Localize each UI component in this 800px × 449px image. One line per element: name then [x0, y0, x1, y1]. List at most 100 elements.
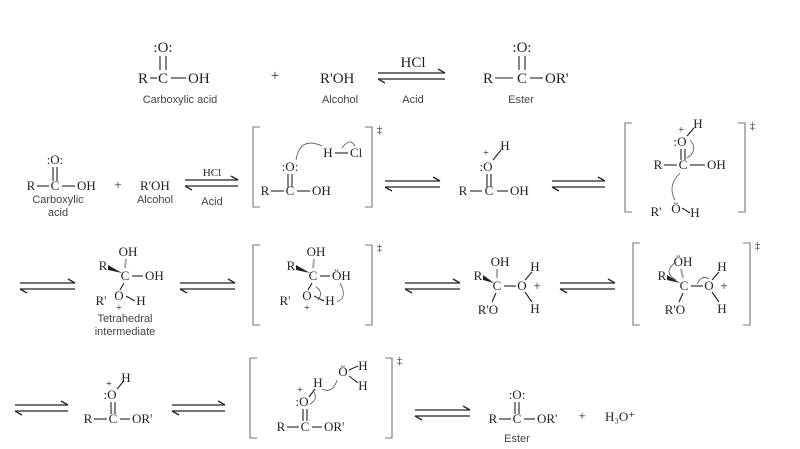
equilibrium-arrow	[414, 405, 471, 421]
bracket-pair: ‡	[624, 121, 755, 213]
label-ester: Ester	[508, 94, 534, 106]
r-group: R	[261, 183, 270, 198]
positive-charge: +	[483, 148, 489, 159]
curved-electron-arrow	[315, 286, 321, 301]
r-group: R	[277, 419, 286, 434]
catalyst-label: HCl	[203, 167, 221, 179]
label-intermediate: intermediate	[95, 326, 156, 338]
double-dagger-symbol: ‡	[377, 243, 382, 254]
carbon: C	[309, 268, 318, 283]
left-bracket	[632, 242, 640, 326]
protonated-tetrahedral-intermediate: OH R C O + H H R'O	[474, 254, 541, 317]
curved-electron-arrow	[686, 139, 695, 159]
curved-electron-arrow	[309, 391, 316, 405]
wedge-bond	[108, 265, 122, 273]
hydrogen: H	[530, 301, 539, 316]
curved-electron-arrow	[671, 172, 681, 201]
hydrogen: H	[500, 138, 509, 153]
r-group: R	[138, 71, 148, 87]
oxonium-oxygen: O	[302, 288, 311, 303]
carbon: C	[679, 157, 688, 172]
r-group: R	[287, 258, 296, 273]
double-dagger-symbol: ‡	[397, 356, 402, 367]
transition-state-alcohol-attack: + :O H R C OH R' Ö H	[650, 116, 725, 220]
curved-electron-arrow	[668, 261, 677, 281]
equilibrium-arrow	[19, 278, 76, 294]
hydrogen: H	[717, 259, 726, 274]
plus-sign: +	[114, 177, 121, 192]
wedge-bond	[296, 265, 310, 273]
carbon: C	[121, 268, 130, 283]
double-dagger-symbol: ‡	[755, 241, 760, 252]
label-alcohol: Alcohol	[137, 194, 173, 206]
alkoxy: OR'	[132, 411, 152, 426]
curved-electron-arrow	[295, 142, 323, 161]
hydrogen: H	[136, 293, 145, 308]
oxonium-oxygen: O	[114, 288, 123, 303]
transition-state-deprotonation: Ö H H H + :O R C OR'	[277, 358, 368, 434]
carbon: C	[286, 183, 295, 198]
left-bracket	[252, 126, 260, 208]
single-bond	[116, 381, 124, 390]
product-ester: :O: R C OR' Ester	[489, 387, 558, 445]
step-carboxylic-acid: :O: R C OH Carboxylic acid	[27, 152, 96, 219]
hydrogen: H	[717, 301, 726, 316]
equilibrium-arrow	[559, 278, 616, 294]
hashed-bond	[312, 258, 315, 269]
label-tetrahedral: Tetrahedral	[97, 313, 152, 325]
right-bracket	[365, 126, 373, 208]
hydroxyl: OH	[307, 244, 326, 259]
label-ester: Ester	[504, 433, 530, 445]
carbon: C	[51, 178, 60, 193]
overview-alcohol: R'OH Alcohol	[320, 71, 358, 106]
single-bond	[119, 282, 125, 291]
bracket-pair: ‡	[252, 243, 382, 326]
alkoxy: OR'	[537, 411, 557, 426]
protonated-oxygen: :O	[296, 394, 309, 409]
hydroxyl: OH	[491, 254, 510, 269]
carbon: C	[158, 71, 168, 87]
positive-charge: +	[106, 379, 112, 390]
step-alcohol: R'OH Alcohol	[137, 178, 173, 206]
right-bracket	[743, 242, 751, 326]
transition-state-water-loss: ÖH R C O + H H R'O	[658, 254, 728, 317]
equilibrium-arrow	[14, 400, 69, 416]
label-acid: acid	[48, 207, 68, 219]
bracket-pair: ‡	[249, 356, 402, 439]
curved-electron-arrow	[696, 276, 710, 285]
equilibrium-arrows	[14, 68, 616, 421]
plus-sign: +	[578, 408, 585, 423]
alcohol-formula: R'OH	[320, 71, 355, 87]
water-oxygen: Ö	[338, 364, 347, 379]
single-bond	[711, 291, 720, 303]
hydroxyl: OH	[188, 71, 210, 87]
r-group: R	[474, 268, 483, 283]
single-bond	[524, 271, 533, 281]
carbon: C	[493, 278, 502, 293]
positive-charge: +	[720, 278, 727, 293]
carbonyl-oxygen: :O:	[509, 387, 526, 402]
arrow-label-acid: Acid	[402, 94, 423, 106]
carbon: C	[109, 411, 118, 426]
single-bond	[524, 291, 533, 303]
equilibrium-arrow	[377, 68, 446, 84]
alcohol-formula: R'OH	[140, 178, 170, 193]
alkoxy-group: R'O	[478, 302, 498, 317]
equilibrium-arrow	[404, 278, 461, 294]
carbon: C	[513, 411, 522, 426]
curved-electron-arrow	[336, 282, 344, 303]
hydrogen: H	[325, 293, 334, 308]
carbon: C	[517, 71, 527, 87]
hashed-bond	[124, 258, 127, 269]
oxonium-oxygen: O	[517, 278, 526, 293]
r-prime-group: R'	[95, 293, 106, 308]
single-bond	[711, 271, 720, 281]
bracket-pair: ‡	[252, 125, 382, 208]
carbonyl-oxygen: :O:	[153, 40, 172, 56]
transition-state-brackets: ‡ ‡ ‡ ‡ ‡	[249, 121, 760, 439]
hydroxyl: OH	[145, 268, 164, 283]
label-carboxylic-acid: Carboxylic acid	[143, 94, 218, 106]
hydroxyl: OH	[707, 157, 726, 172]
carbon: C	[680, 278, 689, 293]
